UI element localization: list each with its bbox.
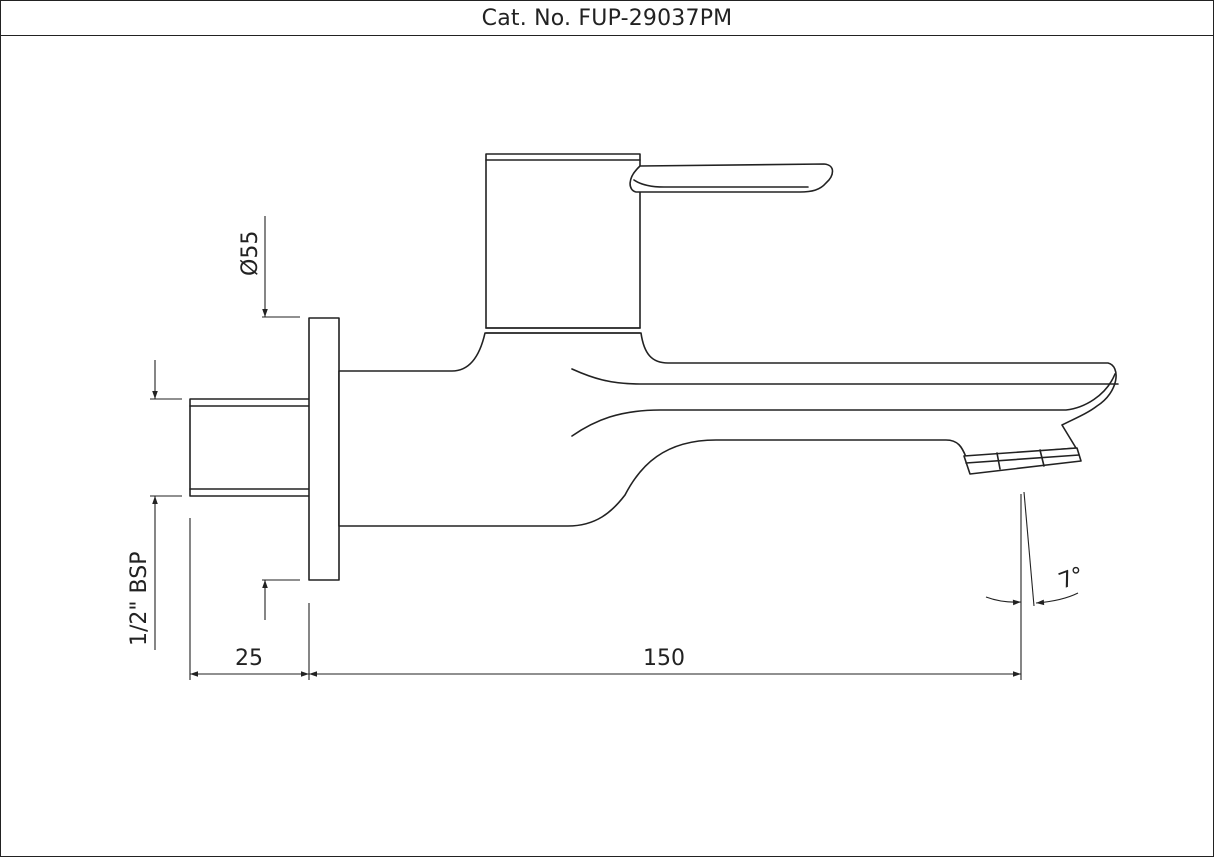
thread-length-label: 25 (235, 646, 263, 671)
wall-flange (308, 317, 340, 581)
angle-arc-left (985, 596, 1022, 606)
flange-diameter-label: Ø55 (238, 231, 263, 276)
angle-arc-right (1035, 592, 1079, 606)
title-block: Cat. No. FUP-29037PM (1, 1, 1213, 36)
aerator (963, 447, 1082, 475)
spout-angle-label: 7° (1056, 563, 1088, 595)
lever-handle (629, 163, 834, 193)
threaded-inlet (189, 398, 311, 497)
dimension-lines (150, 216, 1079, 680)
spout-body (338, 332, 1117, 527)
catalog-number: Cat. No. FUP-29037PM (481, 5, 733, 31)
spout-top-contour (571, 368, 1119, 385)
spout-reach-label: 150 (643, 646, 685, 671)
thread-size-label: 1/2" BSP (127, 552, 152, 646)
spout-mid-contour (571, 373, 1116, 437)
angle-ref-line (1023, 491, 1035, 607)
handle-body (485, 153, 641, 334)
